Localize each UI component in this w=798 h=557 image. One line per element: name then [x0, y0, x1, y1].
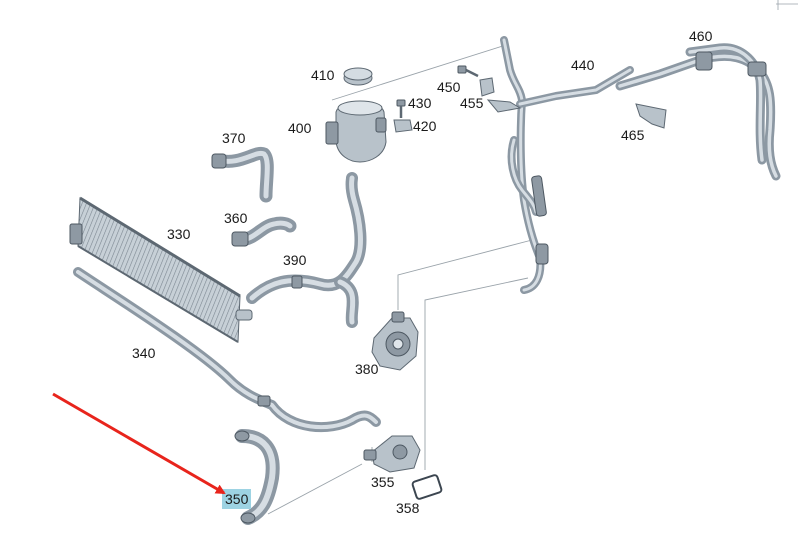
corner-mark	[776, 0, 798, 10]
bolt-450	[457, 65, 479, 78]
label-440: 440	[571, 57, 595, 73]
label-455: 455	[460, 95, 484, 111]
highlight-box-350	[222, 489, 251, 509]
label-430: 430	[408, 95, 432, 111]
pipe-460	[615, 43, 781, 181]
hose-340	[73, 267, 381, 433]
expansion-tank-400	[325, 100, 387, 163]
label-465: 465	[621, 127, 645, 143]
hose-350	[234, 429, 280, 525]
label-410: 410	[311, 67, 335, 83]
label-340: 340	[132, 345, 156, 361]
bolt-430	[396, 99, 406, 118]
label-355: 355	[371, 474, 395, 490]
clip-455	[479, 77, 495, 97]
pipe-440	[486, 36, 634, 294]
label-390: 390	[283, 252, 307, 268]
hose-390	[246, 172, 367, 328]
label-358: 358	[396, 500, 420, 516]
radiator-330	[69, 196, 253, 343]
label-360: 360	[224, 210, 248, 226]
cap-410	[343, 67, 373, 86]
label-350: 350	[225, 491, 249, 507]
water-pump-380	[371, 311, 419, 371]
label-460: 460	[689, 28, 713, 44]
hose-370	[211, 146, 274, 203]
label-400: 400	[288, 120, 312, 136]
bracket-465	[635, 103, 667, 129]
label-420: 420	[413, 118, 437, 134]
label-380: 380	[355, 361, 379, 377]
label-330: 330	[167, 226, 191, 242]
thermostat-housing-355	[363, 435, 421, 473]
pointer-arrow	[52, 392, 226, 495]
seal-358	[411, 474, 443, 500]
hose-360	[231, 216, 297, 247]
label-370: 370	[222, 130, 246, 146]
bracket-420	[393, 119, 413, 133]
label-450: 450	[437, 79, 461, 95]
part-number-labels: 410 400 430 420 450 455 440 460 465 370 …	[132, 28, 713, 516]
